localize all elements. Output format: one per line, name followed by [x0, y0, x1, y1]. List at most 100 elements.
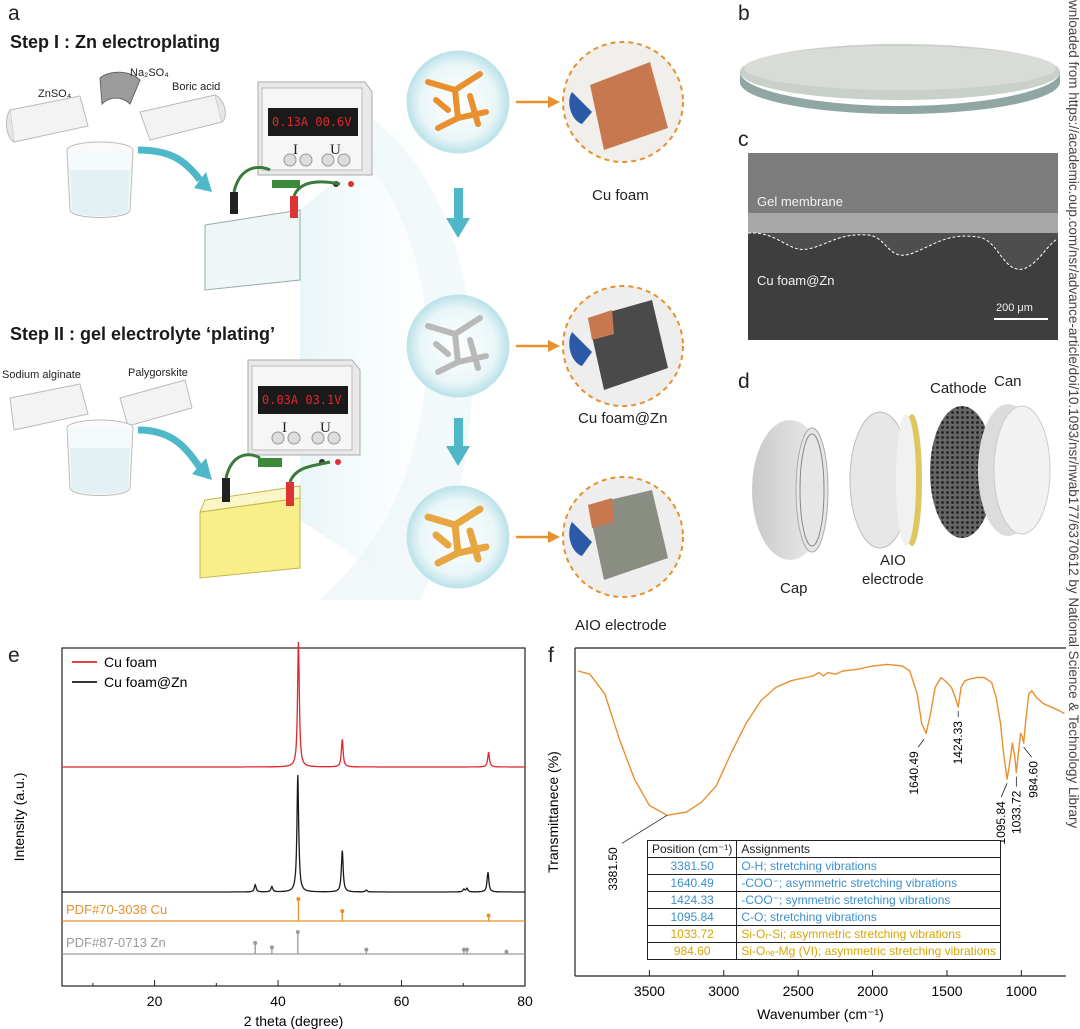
photo-gel-disk — [740, 44, 1060, 114]
can-part — [978, 404, 1051, 536]
znso4-bottle — [6, 95, 89, 143]
series-cu-foam-zn — [62, 774, 525, 893]
download-watermark: wnloaded from https://academic.oup.com/n… — [1066, 0, 1080, 1029]
caption-cu-foam-zn: Cu foam@Zn — [578, 410, 668, 427]
sem-scale: 200 μm — [996, 302, 1033, 314]
annotation-leader — [917, 739, 925, 748]
label-palygorskite: Palygorskite — [128, 367, 188, 379]
label-na2so4: Na₂SO₄ — [130, 67, 169, 79]
label-aio-2: electrode — [862, 571, 924, 588]
x-tick-label: 80 — [517, 993, 533, 1009]
reference-marker — [340, 909, 345, 914]
table-cell-pos: 984.60 — [646, 942, 738, 960]
caption-aio: AIO electrode — [575, 617, 667, 634]
table-cell-text: Si-Oᵣ-Si; asymmetric stretching vibratio… — [736, 925, 1001, 943]
cell-1 — [204, 166, 341, 291]
table-row: 984.60 Si-Oₙₑ-Mg (VI); asymmetric stretc… — [646, 942, 1001, 960]
table-cell-pos: 1033.72 — [646, 925, 738, 943]
reference-marker — [486, 913, 491, 918]
x-tick-label: 3500 — [634, 983, 665, 999]
sem-label-gel: Gel membrane — [757, 194, 843, 209]
bubble-cu-foam — [406, 50, 510, 154]
beaker-1 — [66, 141, 134, 218]
knob-i-2: I — [282, 420, 287, 436]
table-row: 1033.72 Si-Oᵣ-Si; asymmetric stretching … — [646, 925, 1001, 943]
power-supply-1 — [257, 81, 373, 188]
annotation-label: 1424.33 — [951, 721, 965, 765]
annotation-label: 1095.84 — [994, 801, 1008, 845]
caption-cu-foam: Cu foam — [592, 187, 649, 204]
table-cell-text: Si-Oₙₑ-Mg (VI); asymmetric stretching vi… — [736, 942, 1001, 960]
legend-label: Cu foam@Zn — [104, 674, 187, 690]
table-cell-pos: 3381.50 — [646, 857, 738, 875]
table-cell-text: C-O; stretching vibrations — [736, 908, 1001, 926]
cathode-part — [930, 406, 994, 538]
table-cell-text: -COO⁻; symmetric stretching vibrations — [736, 891, 1001, 909]
knob-u-1: U — [330, 142, 341, 158]
table-cell-pos: 1640.49 — [646, 874, 738, 892]
label-boric-acid: Boric acid — [172, 81, 221, 93]
knob-u-2: U — [320, 420, 331, 436]
boric-acid-bottle — [139, 94, 226, 141]
annotation-label: 1033.72 — [1009, 790, 1023, 834]
annotation-leader — [1000, 783, 1008, 798]
y-axis-label: Transmittanece (%) — [545, 751, 561, 873]
x-tick-label: 20 — [147, 993, 163, 1009]
x-tick-label: 1500 — [931, 983, 962, 999]
na2so4-paper — [99, 71, 141, 106]
table-cell-text: O-H; stretching vibrations — [736, 857, 1001, 875]
panel-label-d: d — [738, 370, 750, 393]
label-can: Can — [994, 373, 1022, 390]
aio-part — [849, 411, 922, 549]
beaker-2 — [66, 419, 134, 496]
table-row: 3381.50 O-H; stretching vibrations — [646, 857, 1001, 875]
table-header-position: Position (cm⁻¹) — [646, 840, 738, 858]
xrd-chart: 20 40 60 80 2 theta (degree) Intensity (a.u.)… — [11, 641, 533, 1029]
bubble-aio — [406, 485, 510, 589]
bubble-cu-foam-zn — [406, 294, 510, 398]
reference-marker — [464, 947, 469, 952]
x-tick-label: 1000 — [1006, 983, 1037, 999]
ftir-spectrum — [577, 663, 1065, 816]
power-supply-2 — [247, 359, 361, 467]
reference-marker — [364, 947, 369, 952]
photo-cu-foam — [562, 41, 684, 163]
table-row: 1640.49 -COO⁻; asymmetric stretching vib… — [646, 874, 1001, 892]
x-tick-label: 2000 — [857, 983, 888, 999]
display-1: 0.13A 00.6V — [272, 115, 352, 129]
table-cell-pos: 1424.33 — [646, 891, 738, 909]
photo-cu-foam-zn — [562, 285, 684, 407]
annotation-leader — [621, 814, 668, 844]
plot-frame — [61, 647, 526, 987]
series-cu-foam — [62, 641, 525, 768]
battery-exploded-view — [752, 404, 1051, 560]
annotation-label: 3381.50 — [606, 847, 620, 891]
y-axis-label: Intensity (a.u.) — [11, 773, 27, 862]
x-tick-label: 2500 — [783, 983, 814, 999]
table-header-assignments: Assignments — [736, 840, 1001, 858]
annotation-leader — [1023, 746, 1032, 758]
reference-marker — [296, 897, 301, 901]
display-2: 0.03A 03.1V — [262, 393, 342, 407]
reference-label: PDF#87-0713 Zn — [66, 935, 166, 950]
panel-a-illustration — [6, 41, 684, 600]
reference-label: PDF#70-3038 Cu — [66, 902, 167, 917]
label-znso4: ZnSO₄ — [38, 88, 72, 100]
table-row: 1424.33 -COO⁻; symmetric stretching vibr… — [646, 891, 1001, 909]
x-axis-label: 2 theta (degree) — [244, 1013, 344, 1029]
panel-label-a: a — [8, 2, 20, 25]
annotation-label: 1640.49 — [907, 751, 921, 795]
panel-label-e: e — [8, 644, 20, 667]
x-axis-label: Wavenumber (cm⁻¹) — [757, 1006, 884, 1022]
table-row: 1095.84 C-O; stretching vibrations — [646, 908, 1001, 926]
panel-label-c: c — [738, 128, 749, 151]
x-tick-label: 60 — [394, 993, 410, 1009]
label-cap: Cap — [780, 580, 808, 597]
step2-title: Step II : gel electrolyte ‘plating’ — [10, 324, 276, 344]
watermark-text: wnloaded from https://academic.oup.com/n… — [1066, 0, 1080, 829]
x-tick-label: 40 — [270, 993, 286, 1009]
label-alginate: Sodium alginate — [2, 369, 81, 381]
reference-marker — [295, 930, 300, 934]
reference-marker — [253, 941, 258, 945]
reference-marker — [269, 945, 274, 950]
